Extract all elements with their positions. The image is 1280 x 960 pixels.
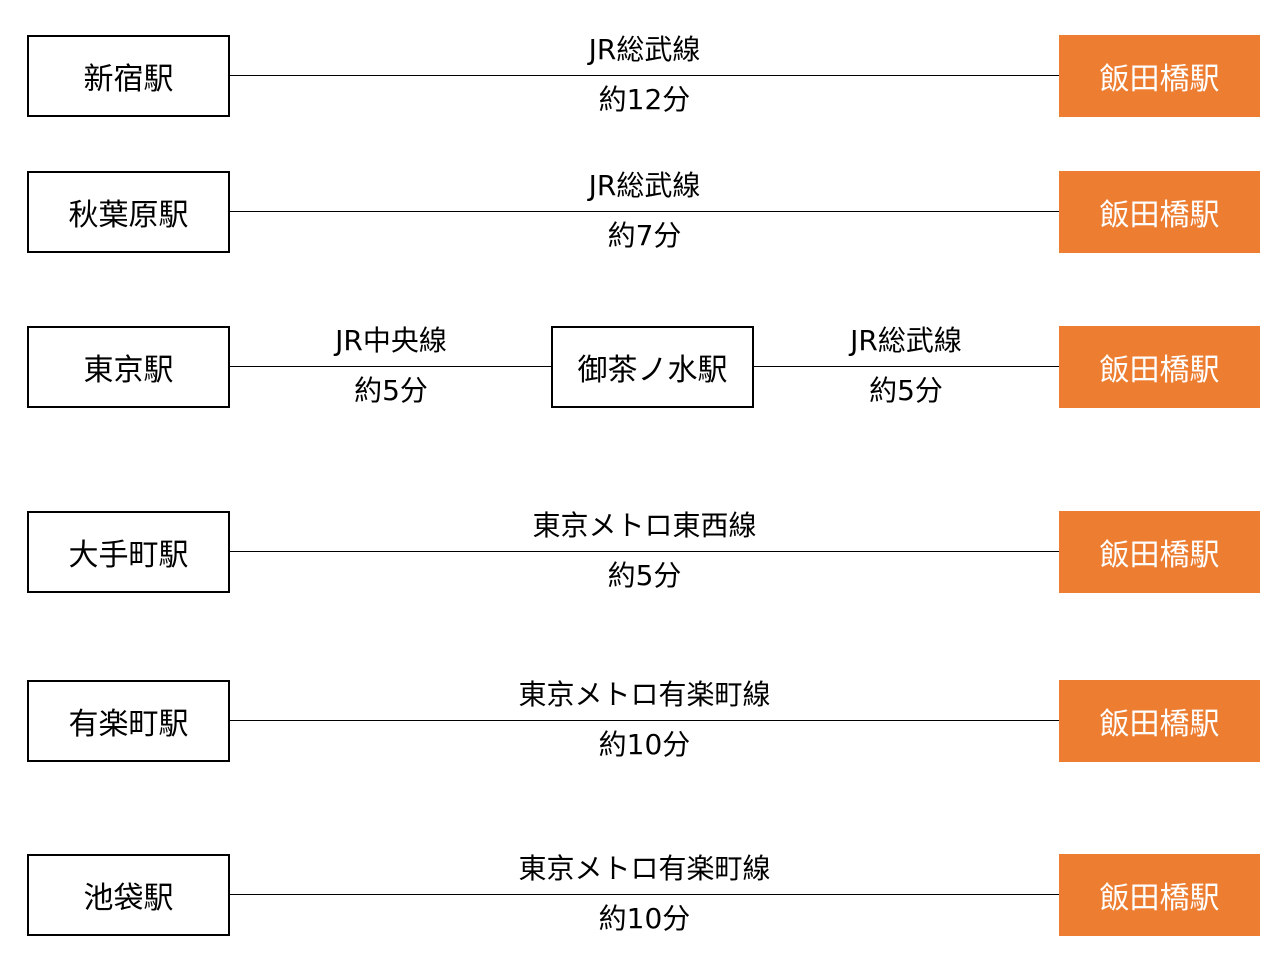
route-tokyo: 東京駅 JR中央線 約5分 御茶ノ水駅 JR総武線 約5分 飯田橋駅 xyxy=(0,324,1280,408)
route-line xyxy=(230,75,1059,76)
origin-station: 秋葉原駅 xyxy=(27,171,230,253)
travel-time-leg2: 約5分 xyxy=(869,374,943,407)
route-line xyxy=(230,894,1059,895)
line-name-leg1: JR中央線 xyxy=(335,324,447,357)
route-line xyxy=(230,720,1059,721)
line-name: JR総武線 xyxy=(588,169,701,202)
line-name: 東京メトロ東西線 xyxy=(532,509,757,542)
destination-station: 飯田橋駅 xyxy=(1059,854,1260,936)
route-shinjuku: 新宿駅 JR総武線 約12分 飯田橋駅 xyxy=(0,33,1280,117)
origin-station: 有楽町駅 xyxy=(27,680,230,762)
route-otemachi: 大手町駅 東京メトロ東西線 約5分 飯田橋駅 xyxy=(0,509,1280,593)
travel-time: 約12分 xyxy=(598,83,691,116)
origin-station: 東京駅 xyxy=(27,326,230,408)
travel-time: 約10分 xyxy=(598,728,691,761)
route-yurakucho: 有楽町駅 東京メトロ有楽町線 約10分 飯田橋駅 xyxy=(0,678,1280,762)
travel-time: 約5分 xyxy=(607,559,682,592)
route-line xyxy=(230,551,1059,552)
travel-time-leg1: 約5分 xyxy=(354,374,428,407)
transfer-station: 御茶ノ水駅 xyxy=(551,326,754,408)
route-akihabara: 秋葉原駅 JR総武線 約7分 飯田橋駅 xyxy=(0,169,1280,253)
destination-station: 飯田橋駅 xyxy=(1059,35,1260,117)
travel-time: 約10分 xyxy=(598,902,691,935)
route-ikebukuro: 池袋駅 東京メトロ有楽町線 約10分 飯田橋駅 xyxy=(0,852,1280,936)
destination-station: 飯田橋駅 xyxy=(1059,680,1260,762)
line-name: 東京メトロ有楽町線 xyxy=(518,852,771,885)
origin-station: 池袋駅 xyxy=(27,854,230,936)
line-name-leg2: JR総武線 xyxy=(850,324,962,357)
origin-station: 大手町駅 xyxy=(27,511,230,593)
origin-station: 新宿駅 xyxy=(27,35,230,117)
line-name: JR総武線 xyxy=(588,33,701,66)
destination-station: 飯田橋駅 xyxy=(1059,511,1260,593)
line-name: 東京メトロ有楽町線 xyxy=(518,678,771,711)
destination-station: 飯田橋駅 xyxy=(1059,171,1260,253)
route-line xyxy=(230,211,1059,212)
route-line-leg2 xyxy=(753,366,1059,367)
route-line-leg1 xyxy=(230,366,552,367)
destination-station: 飯田橋駅 xyxy=(1059,326,1260,408)
travel-time: 約7分 xyxy=(607,219,682,252)
